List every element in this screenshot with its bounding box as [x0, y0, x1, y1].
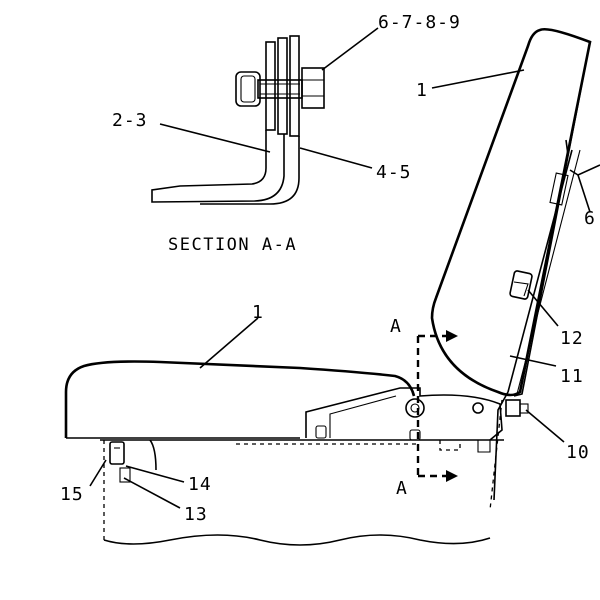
label-hinge-pin: 6: [584, 208, 596, 229]
part-15: [109, 441, 125, 465]
label-bracket-right: 4-5: [376, 162, 412, 183]
label-part-13: 13: [184, 504, 208, 525]
leader-10: [525, 409, 565, 443]
leader-2-3: [159, 123, 271, 153]
seat-base: [89, 439, 491, 546]
leader-4-5: [299, 147, 373, 169]
section-marker-top: A: [390, 316, 402, 337]
section-marker-bottom: A: [396, 478, 408, 499]
leader-11: [509, 355, 557, 367]
plate-right: [289, 35, 300, 137]
bolt-shank: [257, 79, 303, 99]
leader-backrest: [431, 69, 525, 89]
label-backrest: 1: [416, 80, 428, 101]
l-bracket-hatched: [151, 130, 285, 203]
section-title: SECTION A-A: [168, 235, 297, 255]
bolt-head: [235, 71, 261, 107]
nut: [301, 67, 325, 109]
plate-left: [265, 41, 276, 131]
part-14: [119, 467, 131, 483]
hinge-plate: [305, 387, 503, 441]
back-frame: [507, 149, 573, 393]
label-fasteners: 6-7-8-9: [378, 12, 461, 33]
base-break-line: [103, 534, 491, 546]
label-bracket-left: 2-3: [112, 110, 148, 131]
seat-pan: [100, 387, 504, 453]
label-part-15: 15: [60, 484, 84, 505]
leader-6-7-8-9: [321, 27, 379, 71]
leader-13: [123, 477, 181, 509]
pivot-bolt: [405, 398, 425, 418]
backrest-outline: [430, 27, 592, 397]
label-back-bracket: 11: [560, 366, 584, 387]
outer-bracket: [200, 136, 300, 205]
bolt-head-inner: [240, 75, 256, 103]
section-detail: [151, 27, 379, 205]
cushion-outline: [64, 360, 416, 438]
leader-15: [89, 459, 107, 487]
plate-hole: [472, 402, 484, 414]
label-cushion: 1: [252, 302, 264, 323]
label-part-14: 14: [188, 474, 212, 495]
leader-14: [125, 465, 185, 483]
leader-12: [527, 289, 559, 327]
clip: [509, 270, 533, 300]
section-cut-line: [416, 330, 458, 482]
label-knob: 10: [566, 442, 590, 463]
plate-mid: [277, 37, 288, 135]
label-clip: 12: [560, 328, 584, 349]
backrest: [430, 27, 600, 511]
leader-6: [577, 174, 591, 213]
leader-cushion: [199, 317, 259, 369]
knob: [505, 399, 521, 417]
seat-cushion: [64, 317, 416, 439]
